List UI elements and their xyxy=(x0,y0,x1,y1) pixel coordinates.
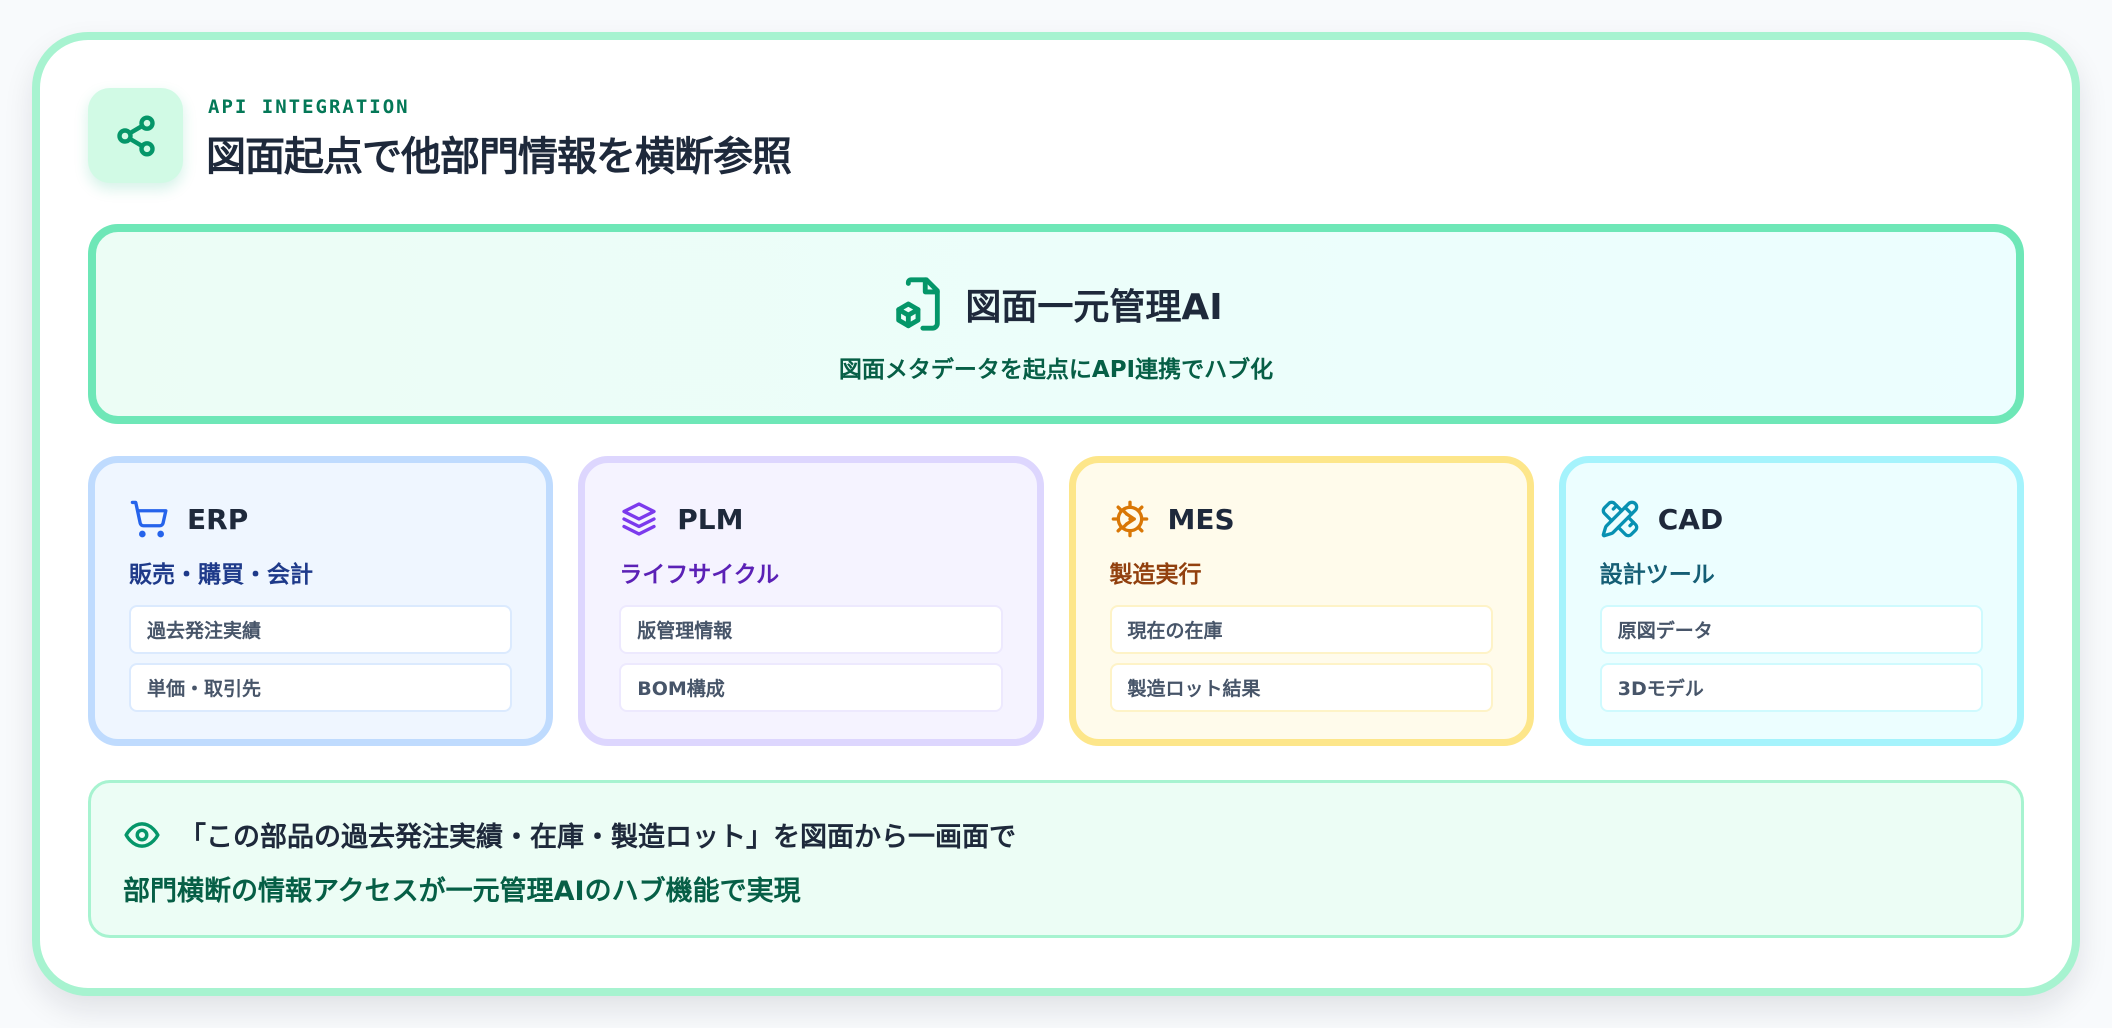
api-integration-card: API INTEGRATION 図面起点で他部門情報を横断参照 図面一元管理AI… xyxy=(32,32,2080,996)
system-name: CAD xyxy=(1657,502,1724,536)
shopping-cart-icon xyxy=(130,500,168,538)
system-subtitle: 製造実行 xyxy=(1109,562,1202,588)
system-card-plm: PLM ライフサイクル 版管理情報 BOM構成 xyxy=(578,456,1044,746)
feature-description: 部門横断の情報アクセスが一元管理AIのハブ機能で実現 xyxy=(123,876,801,907)
data-item: BOM構成 xyxy=(619,663,1003,712)
feature-callout: 「この部品の過去発注実績・在庫・製造ロット」を図面から一画面で 部門横断の情報ア… xyxy=(88,780,2024,938)
layers-stack-icon xyxy=(622,502,656,536)
data-item: 3Dモデル xyxy=(1599,663,1983,712)
data-item: 版管理情報 xyxy=(619,605,1003,654)
header-icon-tile xyxy=(88,88,183,183)
data-item: 製造ロット結果 xyxy=(1109,663,1493,712)
page-title: 図面起点で他部門情報を横断参照 xyxy=(206,134,792,180)
eye-icon xyxy=(124,821,160,848)
system-subtitle: 販売・購買・会計 xyxy=(129,562,313,588)
system-subtitle: 設計ツール xyxy=(1599,562,1715,588)
hub-title-row: 図面一元管理AI xyxy=(96,274,2016,334)
hub-title: 図面一元管理AI xyxy=(965,287,1223,328)
data-item: 現在の在庫 xyxy=(1109,605,1493,654)
gear-play-icon xyxy=(1111,500,1148,538)
system-card-erp: ERP 販売・購買・会計 過去発注実績 単価・取引先 xyxy=(88,456,554,746)
file-cube-icon xyxy=(896,277,941,331)
feature-headline: 「この部品の過去発注実績・在庫・製造ロット」を図面から一画面で xyxy=(179,822,1016,853)
data-item: 単価・取引先 xyxy=(129,663,513,712)
data-item: 原図データ xyxy=(1599,605,1983,654)
pencil-ruler-icon xyxy=(1601,500,1639,538)
system-name: ERP xyxy=(187,502,249,536)
system-card-cad: CAD 設計ツール 原図データ 3Dモデル xyxy=(1558,456,2024,746)
system-name: PLM xyxy=(677,502,744,536)
share-nodes-icon xyxy=(116,114,155,157)
hub-subtitle: 図面メタデータを起点にAPI連携でハブ化 xyxy=(838,357,1274,383)
system-subtitle: ライフサイクル xyxy=(619,562,780,588)
section-eyebrow: API INTEGRATION xyxy=(208,96,410,118)
system-name: MES xyxy=(1167,502,1235,536)
connected-systems: ERP 販売・購買・会計 過去発注実績 単価・取引先 PLM ライフサイクル 版… xyxy=(88,456,2024,746)
hub-card: 図面一元管理AI 図面メタデータを起点にAPI連携でハブ化 xyxy=(88,224,2024,424)
system-card-mes: MES 製造実行 現在の在庫 製造ロット結果 xyxy=(1068,456,1534,746)
data-item: 過去発注実績 xyxy=(129,605,513,654)
